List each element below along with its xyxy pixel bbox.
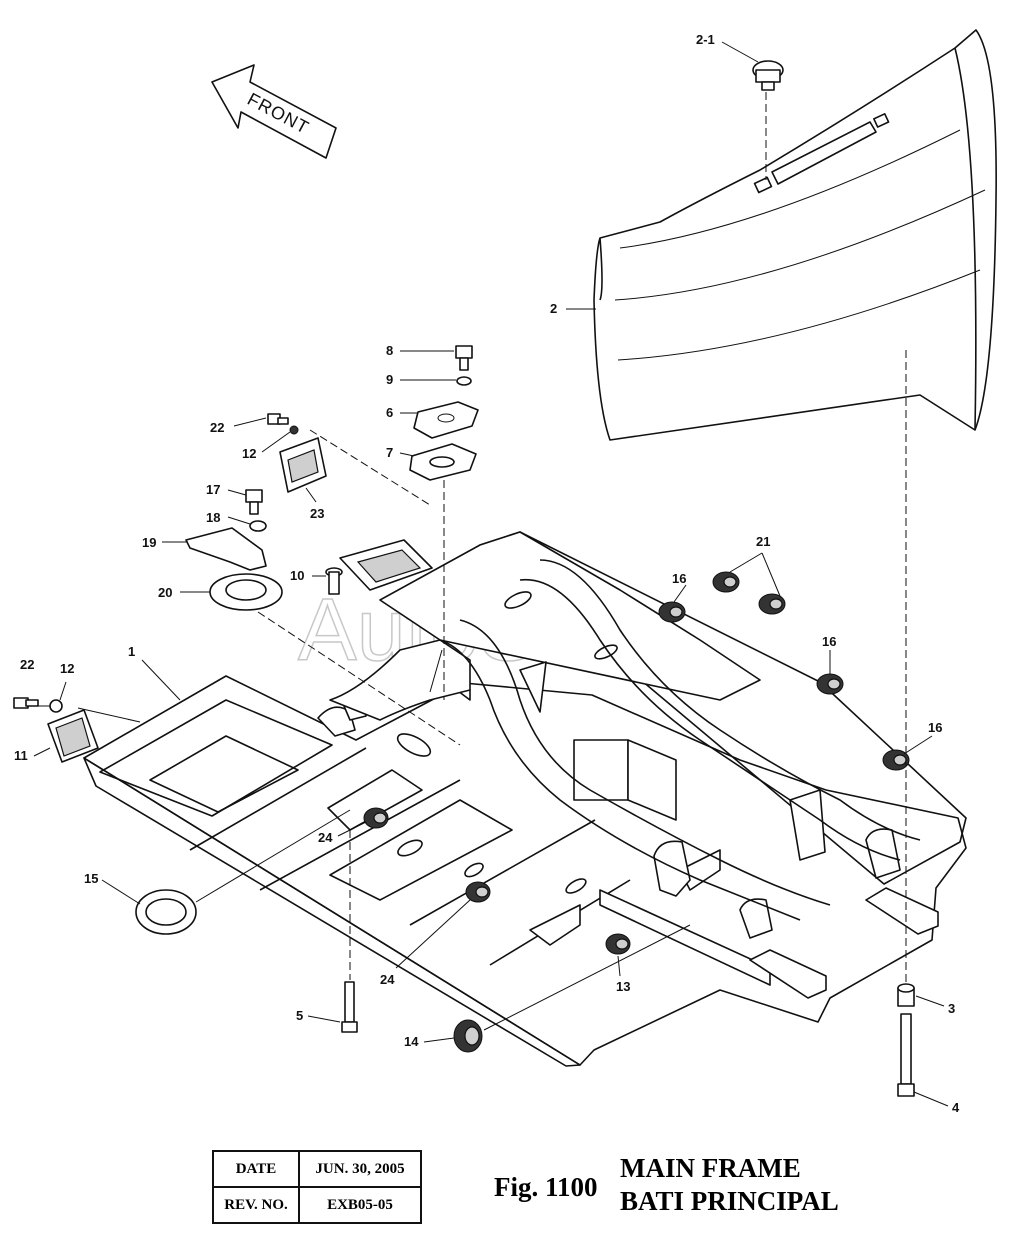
mount-part-21a (712, 571, 740, 593)
bolt-part-8 (455, 345, 473, 371)
main-frame (83, 531, 967, 1067)
callout-11: 11 (14, 748, 28, 763)
callout-20: 20 (158, 585, 172, 600)
washer-part-12b (49, 699, 63, 713)
cover-part-23 (279, 437, 327, 493)
rev-row: REV. NO. EXB05-05 (212, 1186, 422, 1224)
callout-labels: 2-1 2 8 9 6 7 22 12 23 17 18 19 20 10 21… (14, 32, 960, 1115)
washer-part-9 (456, 376, 472, 386)
grommet-part-15 (135, 889, 197, 935)
date-label: DATE (212, 1150, 300, 1188)
title-english: MAIN FRAME (620, 1153, 801, 1183)
washer-part-12a (289, 425, 299, 435)
callout-24-upper: 24 (318, 830, 333, 845)
bolt-part-17 (245, 489, 263, 515)
callout-10: 10 (290, 568, 304, 583)
callout-16-left: 16 (672, 571, 686, 586)
date-row: DATE JUN. 30, 2005 (212, 1150, 422, 1188)
bolt-part-22a (267, 413, 289, 425)
gasket-part (409, 443, 477, 481)
cap-part (752, 60, 784, 91)
grommet-part-14 (453, 1019, 483, 1053)
frame-rails (329, 559, 921, 921)
dashed-assembly-lines (257, 92, 907, 986)
spacer-part-3 (897, 983, 915, 1007)
callout-16-mid: 16 (822, 634, 836, 649)
washer-part-18 (249, 520, 267, 532)
bolt-part-4 (897, 1013, 915, 1097)
callout-12-top: 12 (242, 446, 256, 461)
callout-24-lower: 24 (380, 972, 395, 987)
pin-part-10 (325, 567, 343, 595)
plate-part (413, 401, 479, 439)
callout-8: 8 (386, 343, 393, 358)
callout-6: 6 (386, 405, 393, 420)
title-french: BATI PRINCIPAL (620, 1186, 839, 1216)
bracket-part-19 (185, 527, 267, 571)
figure-titles: MAIN FRAME BATI PRINCIPAL (620, 1152, 839, 1218)
mount-part-13 (605, 933, 631, 955)
counterweight (593, 29, 997, 441)
mount-part-21b (758, 593, 786, 615)
callout-18: 18 (206, 510, 220, 525)
callout-12-left: 12 (60, 661, 74, 676)
callout-15: 15 (84, 871, 98, 886)
callout-5: 5 (296, 1008, 303, 1023)
callout-17: 17 (206, 482, 220, 497)
callout-2: 2 (550, 301, 557, 316)
callout-2-1: 2-1 (696, 32, 715, 47)
callout-22-left: 22 (20, 657, 34, 672)
callout-21: 21 (756, 534, 770, 549)
mount-part-24b (465, 881, 491, 903)
callout-19: 19 (142, 535, 156, 550)
bolt-part-22b (13, 697, 39, 709)
callout-3: 3 (948, 1001, 955, 1016)
mount-part-24a (363, 807, 389, 829)
mount-part-16a (658, 601, 686, 623)
callout-16-right: 16 (928, 720, 942, 735)
callout-7: 7 (386, 445, 393, 460)
grille-cover (339, 539, 433, 591)
date-value: JUN. 30, 2005 (298, 1150, 422, 1188)
front-arrow: FRONT (211, 64, 337, 159)
ring-part-20 (209, 573, 283, 611)
callout-22-top: 22 (210, 420, 224, 435)
callout-13: 13 (616, 979, 630, 994)
callout-4: 4 (952, 1100, 960, 1115)
callout-14: 14 (404, 1034, 419, 1049)
callout-1: 1 (128, 644, 135, 659)
mount-part-16b (816, 673, 844, 695)
rev-value: EXB05-05 (298, 1186, 422, 1224)
revision-table: DATE JUN. 30, 2005 REV. NO. EXB05-05 (212, 1150, 422, 1224)
callout-9: 9 (386, 372, 393, 387)
callout-23: 23 (310, 506, 324, 521)
cover-part-11 (47, 709, 99, 763)
figure-number: Fig. 1100 (494, 1172, 598, 1202)
mount-part-16c (882, 749, 910, 771)
callout-leaders (33, 41, 949, 1107)
bolt-part-5 (341, 981, 358, 1033)
rev-label: REV. NO. (212, 1186, 300, 1224)
